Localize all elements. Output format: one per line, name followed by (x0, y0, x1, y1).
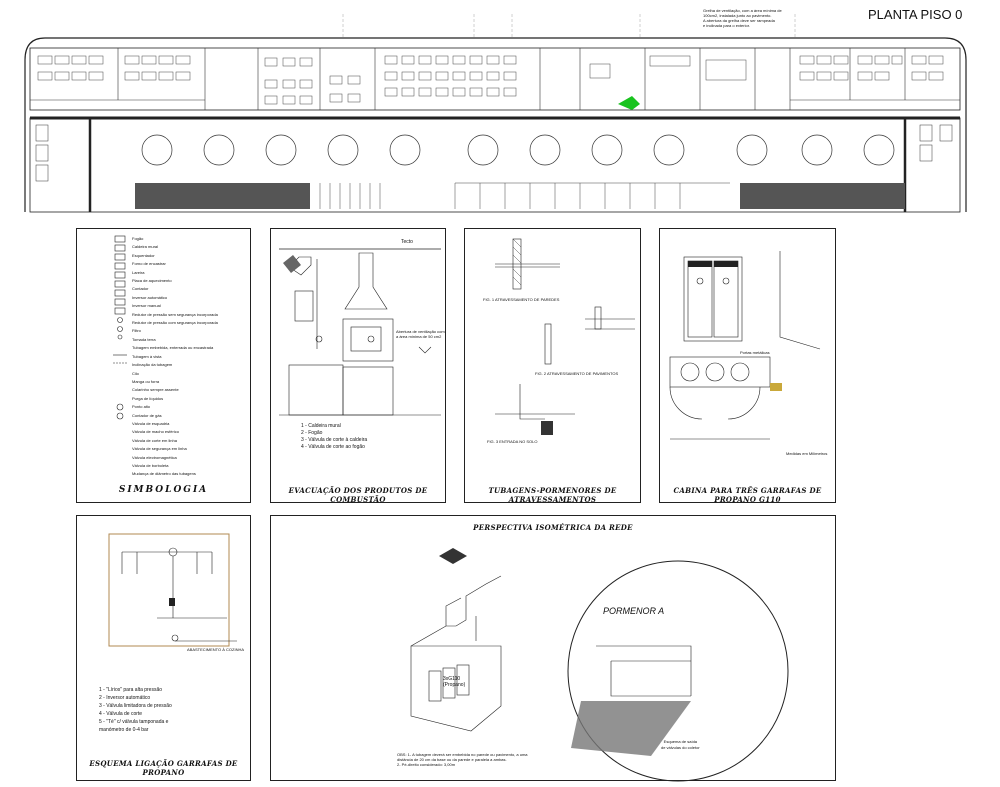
detail-caption-line: de válvulas do coletor (661, 745, 700, 750)
panel-title: EVACUAÇÃO DOS PRODUTOS DE COMBUSTÃO (288, 486, 428, 504)
panel-tubagens: FIG. 1 ATRAVESSAMENTO DE PAREDES FIG. 2 … (464, 228, 641, 504)
isometric-drawing (410, 548, 789, 782)
bottle-label: 3xG110 (Propano) (443, 676, 465, 688)
panel-title: ESQUEMA LIGAÇÃO GARRAFAS DE PROPANO (89, 759, 238, 777)
symbol-item: Filtro (132, 328, 141, 334)
symbol-item: Válvula de esquadria (132, 420, 170, 426)
legend-item: 2 - Fogão (301, 430, 323, 436)
panel-simbologia: Fogão Caldeira mural Esquentador Forno d… (76, 228, 251, 503)
symbol-list: Fogão Caldeira mural Esquentador Forno d… (132, 235, 218, 479)
note-line: 2- Pé-direito considerado: 3,00m (397, 762, 456, 767)
vent-note-line: 100cm2, instalada junto ao pavimento. (703, 13, 772, 18)
fig-label: FIG. 2 ATRAVESSAMENTO DE PAVIMENTOS (535, 371, 619, 376)
symbol-item: Manga ou forra (132, 378, 160, 384)
vent-note: Grelha de ventilação, com a área mínima … (703, 8, 782, 28)
evacuacao-legend: 1 - Caldeira mural 2 - Fogão 3 - Válvula… (301, 423, 367, 451)
panel-cabina: Portas metálicas Medidas em Milímetros C… (659, 228, 836, 504)
panel-evacuacao: Tecto Abertura de ventilação com a área … (270, 228, 446, 504)
symbol-item: Válvula de borboleta (132, 462, 169, 468)
symbol-item: Fogão (132, 236, 144, 241)
symbol-item: Ponto alto (132, 404, 151, 410)
symbol-item: Inversor manual (132, 303, 161, 309)
bottle-label-line: (Propano) (443, 682, 466, 688)
panel-title: CABINA PARA TRÊS GARRAFAS DE PROPANO G11… (673, 486, 822, 504)
vent-label: Abertura de ventilação com a área mínima… (396, 329, 445, 339)
symbol-item: Mudança de diâmetro das tubagens (132, 471, 196, 477)
symbol-item: Inclinação da tubagem (132, 362, 173, 368)
symbol-item: Redutor de pressão sem segurança incorpo… (132, 311, 218, 317)
symbol-item: Tubagem embebida, enterrada ou encastrad… (132, 345, 214, 351)
floor-plan: PLANTA PISO 0 Grelha de ventilação, com … (0, 0, 1000, 213)
note-line: OBS: 1- A tubagem deverá ser embebida no… (397, 752, 528, 757)
detail-caption-line: Esquema de saída (663, 739, 698, 744)
panel-title: SIMBOLOGIA (118, 485, 209, 495)
vent-note-line: e inclinada para o exterior. (703, 23, 750, 28)
ceiling-label: Tecto (401, 239, 413, 245)
symbol-item: Inversor automático (132, 294, 168, 300)
plan-title: PLANTA PISO 0 (868, 7, 963, 22)
esquema-legend: 1 - "Lírios" para alta pressão 2 - Inver… (99, 686, 172, 734)
symbol-item: Esquentador (132, 252, 155, 258)
legend-item: manómetro de 0-4 bar (99, 727, 149, 733)
vent-note-line: Grelha de ventilação, com a área mínima … (703, 8, 782, 13)
door-label: Portas metálicas (740, 350, 770, 355)
panel-title: TUBAGENS-PORMENORES DE ATRAVESSAMENTOS (488, 486, 617, 504)
vent-note-line: A abertura da grelha deve ser rampeada (703, 18, 775, 23)
panel-perspectiva: PERSPECTIVA ISOMÉTRICA DA REDE 3xG110 (P… (270, 515, 836, 782)
symbol-item: Colarinho sempre assente (132, 387, 179, 393)
symbol-item: Contador de gás (132, 412, 162, 418)
panel-esquema: ABASTECIMENTO À COZINHA 1 - "Lírios" par… (76, 515, 251, 781)
cabina-drawing (669, 251, 821, 440)
symbol-icons (113, 235, 127, 420)
vent-label-line: Abertura de ventilação com (396, 329, 445, 334)
symbol-item: Válvula de corte em linha (132, 437, 177, 443)
note-line: distância de 20 cm da base ou da parede … (397, 757, 507, 762)
symbol-item: Tomada terra (132, 336, 156, 342)
legend-item: 1 - "Lírios" para alta pressão (99, 687, 163, 693)
symbol-item: Tubagem à vista (132, 353, 162, 359)
feed-label: ABASTECIMENTO À COZINHA (187, 647, 245, 652)
units-note: Medidas em Milímetros (786, 451, 828, 456)
evacuacao-drawing (279, 248, 441, 416)
symbol-item: Caldeira mural (132, 244, 159, 250)
esquema-drawing (108, 533, 237, 647)
tubagens-drawing (495, 238, 635, 435)
notes: OBS: 1- A tubagem deverá ser embebida no… (397, 752, 528, 767)
floor-plan-drawing (24, 14, 967, 213)
symbol-item: Válvula de macho esférico (132, 429, 179, 435)
legend-item: 2 - Inversor automático (99, 695, 151, 701)
symbol-item: Válvula electromagnética (132, 454, 177, 460)
fig-label: FIG. 3 ENTRADA NO SOLO (487, 439, 538, 444)
panel-title: PERSPECTIVA ISOMÉTRICA DA REDE (473, 523, 633, 532)
symbol-item: Válvula de segurança em linha (132, 446, 187, 452)
vent-label-line: a área mínima de 50 cm2 (396, 334, 442, 339)
fig-label: FIG. 1 ATRAVESSAMENTO DE PAREDES (483, 297, 560, 302)
legend-item: 1 - Caldeira mural (301, 423, 341, 429)
legend-item: 3 - Válvula de corte à caldeira (301, 437, 368, 443)
detail-caption: Esquema de saída de válvulas do coletor (661, 739, 700, 751)
legend-item: 5 - "Té" c/ válvula tamponada e (99, 719, 169, 725)
legend-item: 4 - Válvula de corte (99, 711, 143, 717)
legend-item: 4 - Válvula de corte ao fogão (301, 444, 365, 450)
legend-item: 3 - Válvula limitadora de pressão (99, 703, 172, 709)
symbol-item: Forno de encastrar (132, 261, 166, 267)
symbol-item: Lareira (132, 269, 145, 275)
symbol-item: Redutor de pressão com segurança incorpo… (132, 320, 218, 326)
symbol-item: Placa de aquecimento (132, 278, 172, 284)
symbol-item: Purga de líquidos (132, 395, 164, 401)
detail-title: PORMENOR A (603, 606, 665, 616)
bottle-label-line: 3xG110 (443, 676, 461, 682)
symbol-item: Cilo (132, 370, 139, 376)
symbol-item: Contador (132, 286, 149, 292)
